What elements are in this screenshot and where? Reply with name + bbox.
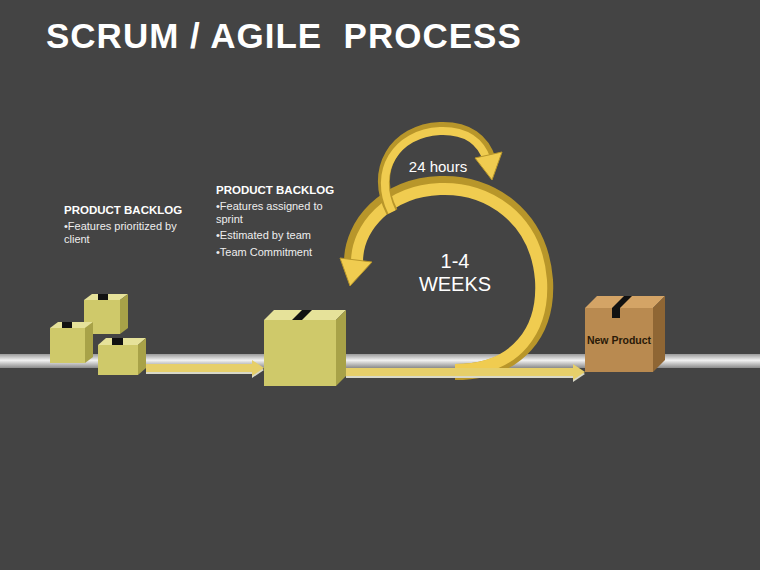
bullet-item: •Estimated by team (216, 229, 351, 242)
backlog-cubes (50, 294, 146, 375)
section-heading: PRODUCT BACKLOG (216, 184, 351, 196)
loop-label: 1-4 WEEKS (410, 250, 500, 296)
box-text: New Product (585, 334, 653, 346)
sprint-cube (264, 310, 346, 386)
backlog-text: PRODUCT BACKLOG •Features assigned to spr… (216, 184, 351, 263)
flow-arrow (146, 360, 264, 378)
product-box (585, 296, 665, 372)
bullet-item: •Team Commitment (216, 246, 351, 259)
diagram-title: SCRUM / AGILE PROCESS (46, 16, 522, 56)
box-node: PRODUCT BACKLOG•Features assigned to spr… (264, 308, 346, 386)
section-heading: PRODUCT BACKLOG (64, 204, 199, 216)
sprint-loop (352, 128, 545, 372)
product-label: New Product (585, 334, 653, 346)
daily-arrowhead (475, 152, 502, 180)
box-node: New Product (585, 296, 665, 372)
loop-label: 24 hours (393, 158, 483, 175)
box-node: PRODUCT BACKLOG•Features prioritized by … (48, 292, 146, 376)
bullet-item: •Features assigned to sprint (216, 200, 351, 225)
bullet-item: •Features prioritized by client (64, 220, 199, 245)
loop-arrowhead (340, 258, 372, 286)
backlog-text: PRODUCT BACKLOG •Features prioritized by … (64, 204, 199, 249)
flow-arrow (346, 364, 585, 382)
